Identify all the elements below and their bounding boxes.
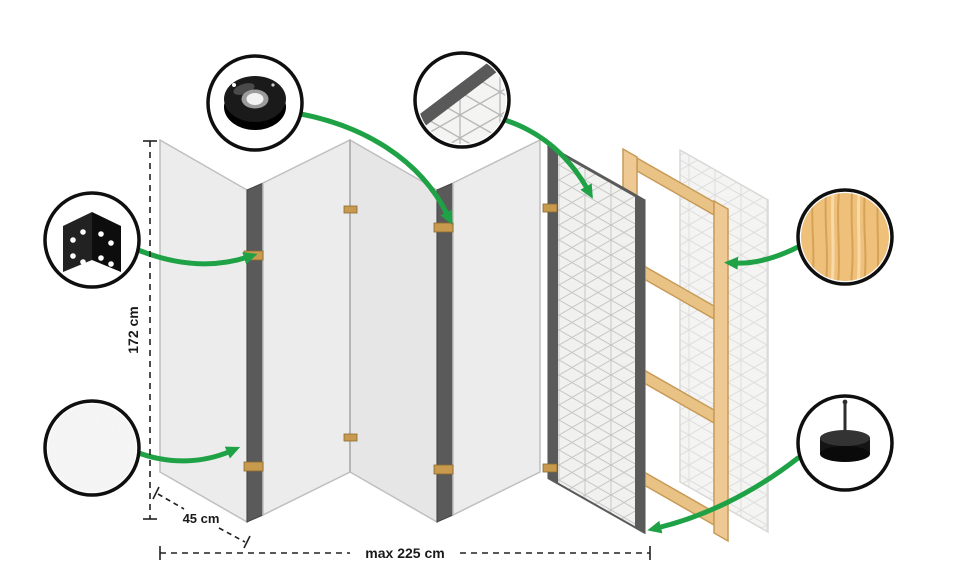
- canvas-texture-icon: [48, 404, 136, 492]
- tape-roll-icon: [224, 76, 286, 130]
- wood-texture-icon: [801, 193, 889, 281]
- callout-tape: [206, 54, 304, 152]
- patterned-panel-left-edge: [548, 146, 558, 484]
- arrow-pattern-to-panel: [502, 117, 593, 199]
- pattern-detail-icon: [418, 58, 506, 144]
- callout-wood: [796, 188, 894, 286]
- dimension-panel-width: 45 cm: [152, 486, 251, 549]
- foot-pad-icon: [820, 399, 870, 462]
- hinge-mark: [343, 205, 358, 214]
- panel-width-label: 45 cm: [183, 511, 220, 526]
- dimension-height: 172 cm: [125, 140, 157, 520]
- corner-bracket-icon: [63, 212, 121, 272]
- dimension-max-width: max 225 cm: [159, 545, 651, 561]
- arrow-foot-to-base: [647, 455, 801, 534]
- arrow-tape-to-hinge: [298, 111, 453, 226]
- frame-rail-right: [713, 199, 729, 543]
- max-width-label: max 225 cm: [365, 545, 444, 561]
- patterned-panel: [547, 144, 646, 535]
- screen-panels: [159, 138, 541, 524]
- hinge-mark: [542, 203, 558, 213]
- hinge-mark: [243, 461, 264, 472]
- hinge-mark: [433, 464, 454, 475]
- callout-hinge: [43, 191, 141, 289]
- dimension-annotations: 172 cm 45 cm max 225 cm: [125, 140, 651, 561]
- height-label: 172 cm: [125, 306, 141, 353]
- callout-foot: [796, 394, 894, 492]
- patterned-panel-right-edge: [635, 195, 645, 533]
- hinge-mark: [343, 433, 358, 442]
- callout-pattern: [413, 51, 511, 149]
- hinge-mark: [433, 222, 454, 233]
- panel-3: [349, 138, 438, 524]
- arrow-wood-to-frame: [724, 244, 801, 270]
- panel-4: [452, 138, 541, 517]
- callout-canvas: [43, 399, 141, 497]
- panel-2: [262, 138, 351, 517]
- panel-1: [159, 138, 248, 524]
- arrow-canvas-to-panel: [133, 446, 241, 464]
- hinge-mark: [542, 463, 558, 473]
